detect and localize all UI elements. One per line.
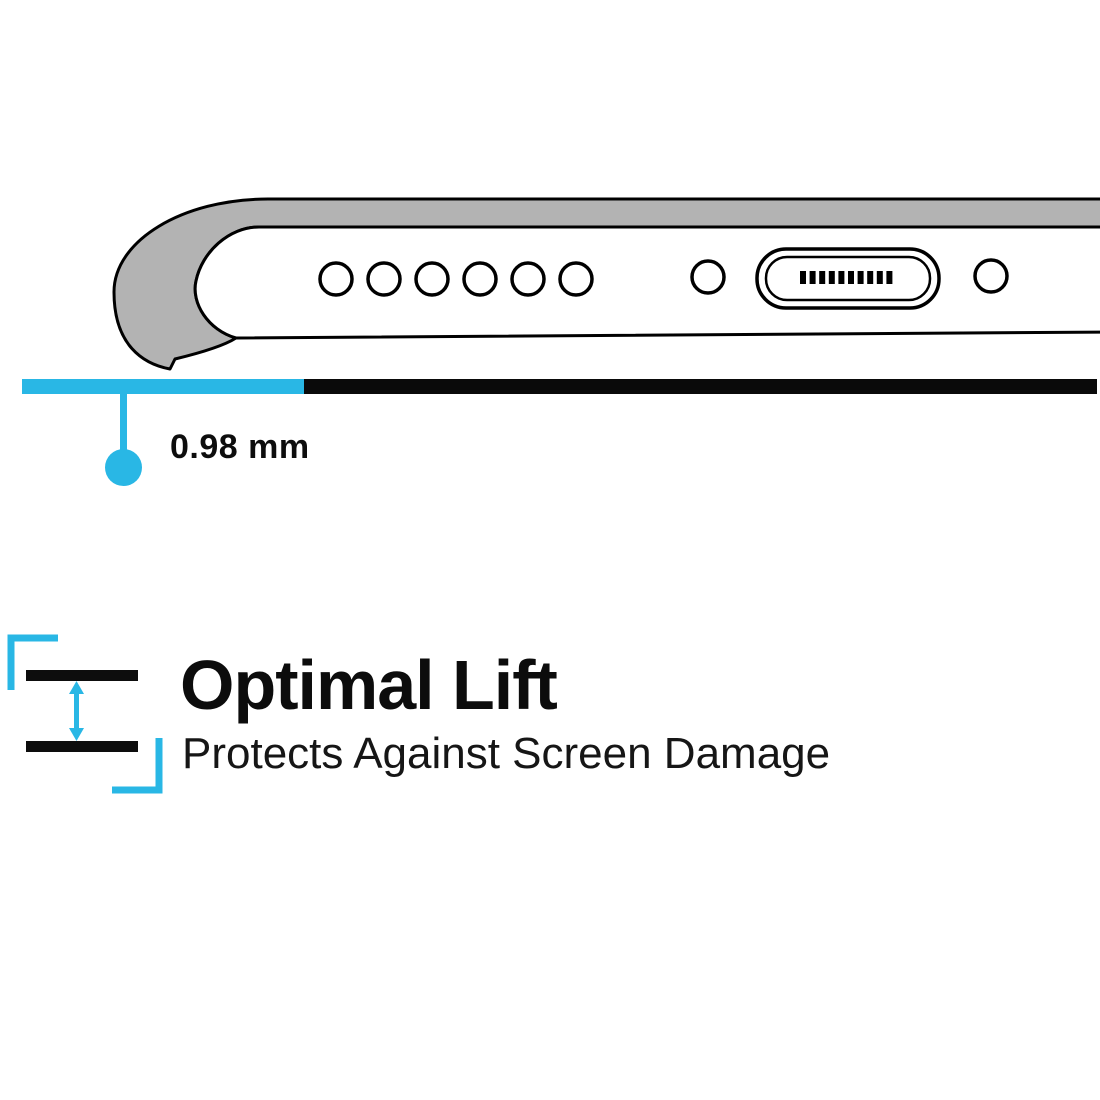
lift-gap-bar-cyan: [22, 379, 304, 394]
bracket-bottom-right-icon: [112, 738, 163, 794]
feature-subtitle: Protects Against Screen Damage: [182, 729, 831, 778]
surface-bar-black: [304, 379, 1097, 394]
measurement-leader-line: [120, 392, 127, 452]
measurement-dot-icon: [105, 449, 142, 486]
speaker-holes: [318, 261, 594, 297]
upper-surface-line: [26, 670, 138, 681]
screw-hole-left-icon: [690, 259, 726, 295]
screw-hole-right-icon: [973, 258, 1009, 294]
double-arrow-icon: [69, 681, 84, 741]
speaker-hole-icon: [318, 261, 354, 297]
speaker-hole-icon: [366, 261, 402, 297]
bracket-top-left-icon: [7, 634, 58, 690]
speaker-hole-icon: [462, 261, 498, 297]
lower-surface-line: [26, 741, 138, 752]
lift-distance-icon: [7, 634, 163, 794]
speaker-hole-icon: [414, 261, 450, 297]
speaker-hole-icon: [558, 261, 594, 297]
charging-port-pins: [800, 271, 893, 284]
speaker-hole-icon: [510, 261, 546, 297]
phone-bottom-illustration: [112, 197, 1100, 371]
charging-port-icon: [755, 247, 941, 310]
feature-title: Optimal Lift: [180, 646, 558, 724]
measurement-value: 0.98 mm: [170, 428, 310, 466]
